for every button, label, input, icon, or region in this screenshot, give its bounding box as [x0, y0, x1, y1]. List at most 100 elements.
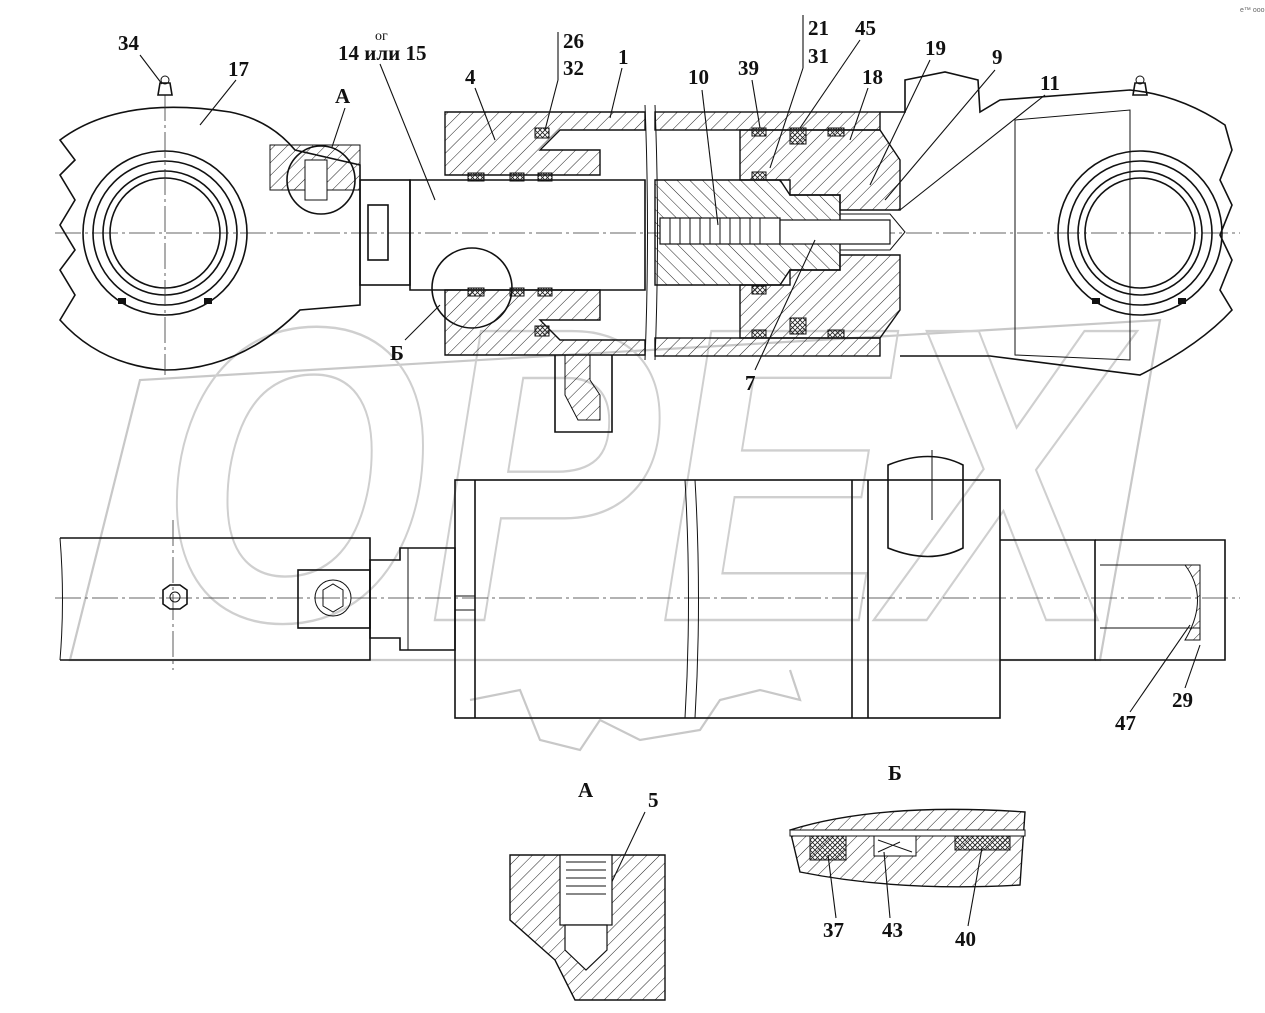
detail-b-marker-circle: [431, 247, 513, 329]
leader-11: [899, 94, 1046, 211]
side-head-slot: [455, 595, 476, 611]
callout-31: 31: [808, 44, 829, 68]
leader-17: [199, 79, 237, 126]
detail-b-seal-43-mark: [877, 839, 913, 853]
left-eye-mark: [118, 298, 126, 304]
grease-nipple-head: [160, 75, 170, 85]
right-eye-bore: [1084, 177, 1196, 289]
leader-39: [751, 79, 761, 129]
valve-7-cone: [840, 213, 906, 251]
callout-11: 11: [1040, 71, 1060, 95]
leader-B: [404, 304, 441, 341]
seal-39-lower: [751, 329, 767, 339]
callouts-top: 34 17 ог 14 или 15 А Б 4 26 32 1 10 39 2…: [118, 15, 1060, 395]
section-view: [55, 71, 1240, 433]
leader-18: [849, 87, 869, 141]
side-nut: [162, 584, 188, 610]
callout-34: 34: [118, 31, 140, 55]
right-eye-mark-2: [1178, 298, 1186, 304]
side-eye-break: [59, 537, 63, 661]
port-fitting-hatch: [564, 354, 601, 421]
seal-lower-c: [537, 287, 553, 297]
callout-19: 19: [925, 36, 946, 60]
leader-14: [379, 63, 436, 201]
callout-17: 17: [228, 57, 249, 81]
callout-B: Б: [390, 341, 404, 365]
side-fitting-hex: [322, 583, 344, 613]
seal-upper-b: [509, 172, 525, 182]
detail-b-callout-37: 37: [823, 918, 844, 942]
seal-45-lower: [789, 317, 807, 335]
piston-lower: [739, 254, 901, 339]
seal-lower-b: [509, 287, 525, 297]
grease-nipple-34: [157, 82, 173, 96]
callout-1: 1: [618, 45, 629, 69]
seal-39-upper: [751, 127, 767, 137]
seal-piston-upper: [827, 127, 845, 137]
side-nut-hole: [169, 591, 181, 603]
grease-nipple-right-head: [1135, 75, 1145, 85]
detail-b-rod-face: [789, 829, 1026, 837]
detail-a-plug: [559, 854, 613, 926]
bolt-10-threads: [669, 218, 761, 244]
seal-21-lower: [751, 285, 767, 295]
side-rear-end: [1095, 539, 1226, 661]
right-eye-ring-outer: [1057, 150, 1223, 316]
valve-7: [779, 219, 891, 245]
side-port-boss: [887, 455, 964, 558]
side-rear-lines: [1100, 564, 1200, 629]
side-rear: [1000, 539, 1096, 661]
leader-34: [139, 54, 163, 85]
leader-19: [869, 59, 931, 186]
seal-21-upper: [751, 171, 767, 181]
callout-14-prefix: ог: [375, 29, 388, 44]
callout-45: 45: [855, 16, 876, 40]
callout-A: А: [335, 84, 351, 108]
corner-mark: e™ ooo: [1240, 7, 1265, 14]
leader-45: [799, 39, 861, 129]
callout-39: 39: [738, 56, 759, 80]
callout-18: 18: [862, 65, 883, 89]
side-fitting-outer: [314, 579, 352, 617]
cylinder-head-upper: [444, 111, 646, 176]
watermark: OPEX: [68, 240, 1162, 752]
watermark-text: OPEX: [160, 241, 1138, 710]
detail-a-title: А: [578, 778, 594, 802]
left-eye-mark-2: [204, 298, 212, 304]
detail-b-leader-40: [967, 847, 983, 927]
detail-b-callout-40: 40: [955, 927, 976, 951]
detail-b-callout-43: 43: [882, 918, 903, 942]
tube-wall-upper: [654, 111, 881, 131]
detail-b-seal-40: [954, 835, 1011, 851]
watermark-frame: [68, 318, 1162, 662]
detail-a-marker-circle: [286, 145, 356, 215]
detail-a-callout-5: 5: [648, 788, 659, 812]
leader-47: [1129, 624, 1191, 713]
detail-a-channel: [564, 924, 608, 971]
grease-nipple-right: [1132, 82, 1148, 96]
leader-29: [1184, 644, 1201, 689]
detail-b-leader-37: [827, 854, 837, 919]
rod-neck-flat: [367, 204, 389, 261]
side-tube: [454, 479, 1001, 719]
detail-b-leader-43: [883, 851, 891, 919]
leader-21: [769, 67, 804, 169]
callout-9: 9: [992, 45, 1003, 69]
callout-7: 7: [745, 371, 756, 395]
detail-b-title: Б: [888, 761, 902, 785]
callout-26: 26: [563, 29, 584, 53]
leader-1: [609, 67, 623, 119]
leader-7: [754, 239, 816, 371]
detail-a-plug-thread: [566, 861, 606, 895]
break-line-left: [644, 104, 648, 361]
side-break-a: [684, 479, 689, 719]
seal-45-upper: [789, 127, 807, 145]
seal-26-lower: [534, 325, 550, 337]
right-eye-ring-inner: [1077, 170, 1203, 296]
side-view: 47 29: [55, 450, 1240, 735]
callout-47: 47: [1115, 711, 1136, 735]
right-eye-mark: [1092, 298, 1100, 304]
port-fitting-body: [554, 355, 613, 433]
detail-a: А 5: [509, 778, 666, 1001]
